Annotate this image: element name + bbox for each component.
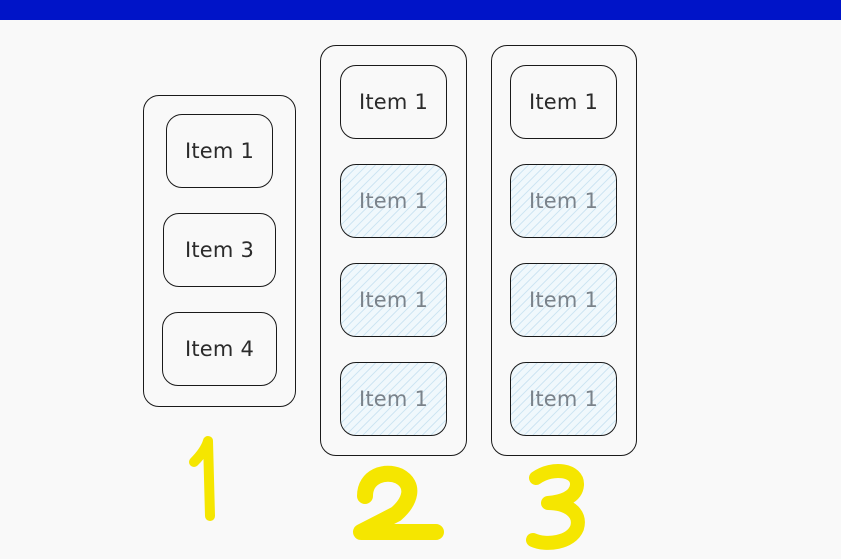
- handwritten-number-1: [189, 436, 215, 521]
- top-bar: [0, 0, 841, 20]
- list-item[interactable]: Item 1: [340, 65, 447, 139]
- list-item[interactable]: Item 1: [510, 65, 617, 139]
- list-item-placeholder: Item 1: [510, 362, 617, 436]
- list-item-placeholder: Item 1: [510, 263, 617, 337]
- list-item-placeholder: Item 1: [340, 362, 447, 436]
- list-item[interactable]: Item 1: [166, 114, 273, 188]
- list-item[interactable]: Item 4: [162, 312, 277, 386]
- list-item[interactable]: Item 3: [163, 213, 276, 287]
- handwritten-number-3: [526, 463, 585, 550]
- list-item-placeholder: Item 1: [340, 164, 447, 238]
- list-item-placeholder: Item 1: [340, 263, 447, 337]
- handwritten-number-2: [353, 465, 444, 540]
- list-item-placeholder: Item 1: [510, 164, 617, 238]
